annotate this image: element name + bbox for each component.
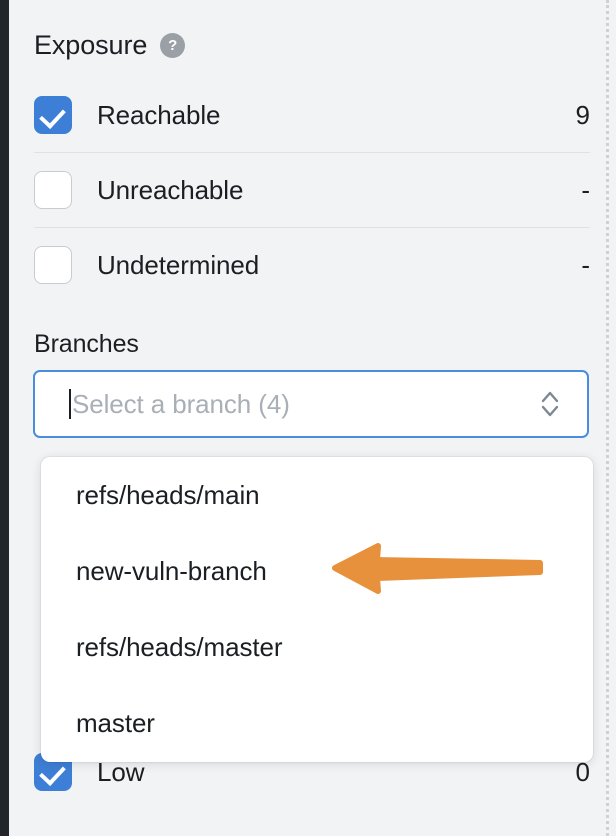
checkbox-unreachable[interactable] [34,171,72,209]
section-title-exposure: Exposure [34,30,148,60]
question-mark-icon[interactable]: ? [160,33,186,58]
facet-row-unreachable[interactable]: Unreachable - [34,152,590,227]
facet-label-unreachable: Unreachable [97,174,244,205]
checkbox-reachable[interactable] [34,96,72,134]
facet-label-undetermined: Undetermined [97,249,260,280]
facet-count-unreachable: - [581,174,590,205]
facet-count-undetermined: - [581,249,590,280]
dropdown-option-refs-heads-master[interactable]: refs/heads/master [76,631,283,662]
facet-row-undetermined[interactable]: Undetermined - [34,227,590,302]
facet-count-low: 0 [575,756,590,787]
checkbox-undetermined[interactable] [34,246,72,284]
facet-count-reachable: 9 [575,99,590,130]
branch-dropdown-list[interactable]: refs/heads/main new-vuln-branch refs/hea… [41,457,593,762]
exposure-section-header: Exposure ? [34,30,186,61]
branch-select-placeholder: Select a branch (4) [72,388,290,419]
column-dashed-divider [606,0,609,836]
section-title-branches: Branches [34,330,139,358]
filters-panel: Exposure ? Reachable 9 Unreachable - Und… [9,0,606,836]
text-caret [69,389,71,419]
app-left-rail [0,0,9,836]
facet-label-reachable: Reachable [97,99,221,130]
exposure-facet-list: Reachable 9 Unreachable - Undetermined - [34,78,590,302]
dropdown-option-new-vuln-branch[interactable]: new-vuln-branch [76,555,267,586]
right-gutter [609,0,616,836]
dropdown-option-master[interactable]: master [76,707,155,738]
facet-row-reachable[interactable]: Reachable 9 [34,78,590,152]
up-down-chevron-icon[interactable] [539,387,561,421]
dropdown-option-refs-heads-main[interactable]: refs/heads/main [76,479,260,510]
branch-select-input[interactable]: Select a branch (4) [33,370,589,438]
